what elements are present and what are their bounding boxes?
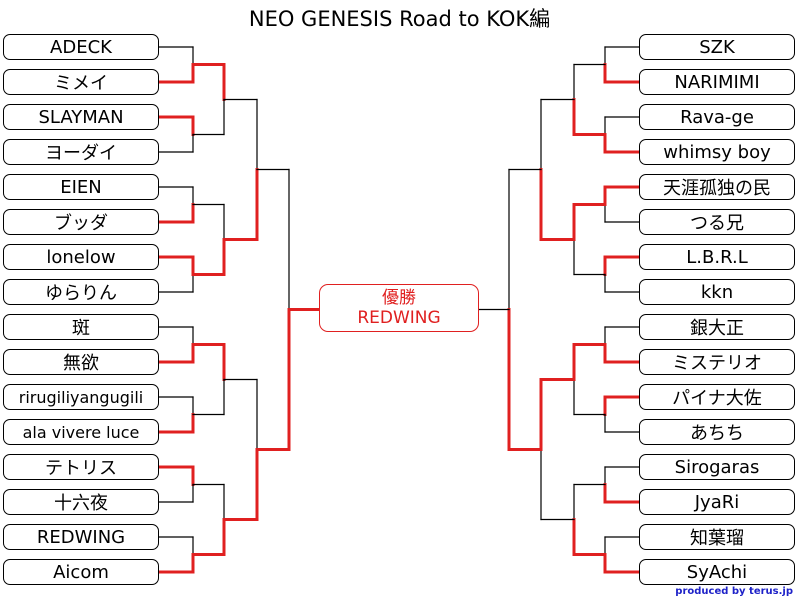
left-player-13: テトリス xyxy=(3,454,159,480)
right-player-4: whimsy boy xyxy=(639,139,795,165)
left-player-2: ミメイ xyxy=(3,69,159,95)
page-title: NEO GENESIS Road to KOK編 xyxy=(248,7,551,31)
left-player-4: ヨーダイ xyxy=(3,139,159,165)
champion-name: REDWING xyxy=(357,308,441,328)
champion-label: 優勝 xyxy=(382,288,416,308)
right-player-11: パイナ大佐 xyxy=(639,384,795,410)
right-player-2: NARIMIMI xyxy=(639,69,795,95)
right-player-13: Sirogaras xyxy=(639,454,795,480)
champion-box: 優勝 REDWING xyxy=(319,284,479,332)
left-player-9: 斑 xyxy=(3,314,159,340)
credit-text: produced by terus.jp xyxy=(675,586,793,597)
left-player-1: ADECK xyxy=(3,34,159,60)
left-player-14: 十六夜 xyxy=(3,489,159,515)
left-player-15: REDWING xyxy=(3,524,159,550)
right-player-5: 天涯孤独の民 xyxy=(639,174,795,200)
left-player-3: SLAYMAN xyxy=(3,104,159,130)
left-player-5: EIEN xyxy=(3,174,159,200)
left-player-16: Aicom xyxy=(3,559,159,585)
right-player-14: JyaRi xyxy=(639,489,795,515)
right-player-1: SZK xyxy=(639,34,795,60)
left-player-12: ala vivere luce xyxy=(3,419,159,445)
right-player-15: 知葉瑠 xyxy=(639,524,795,550)
right-player-8: kkn xyxy=(639,279,795,305)
right-player-3: Rava-ge xyxy=(639,104,795,130)
right-player-7: L.B.R.L xyxy=(639,244,795,270)
left-player-10: 無欲 xyxy=(3,349,159,375)
right-player-6: つる兄 xyxy=(639,209,795,235)
right-player-12: あちち xyxy=(639,419,795,445)
right-player-16: SyAchi xyxy=(639,559,795,585)
left-player-11: rirugiliyangugili xyxy=(3,384,159,410)
left-player-7: lonelow xyxy=(3,244,159,270)
left-player-6: ブッダ xyxy=(3,209,159,235)
right-player-9: 銀大正 xyxy=(639,314,795,340)
right-player-10: ミステリオ xyxy=(639,349,795,375)
left-player-8: ゆらりん xyxy=(3,279,159,305)
